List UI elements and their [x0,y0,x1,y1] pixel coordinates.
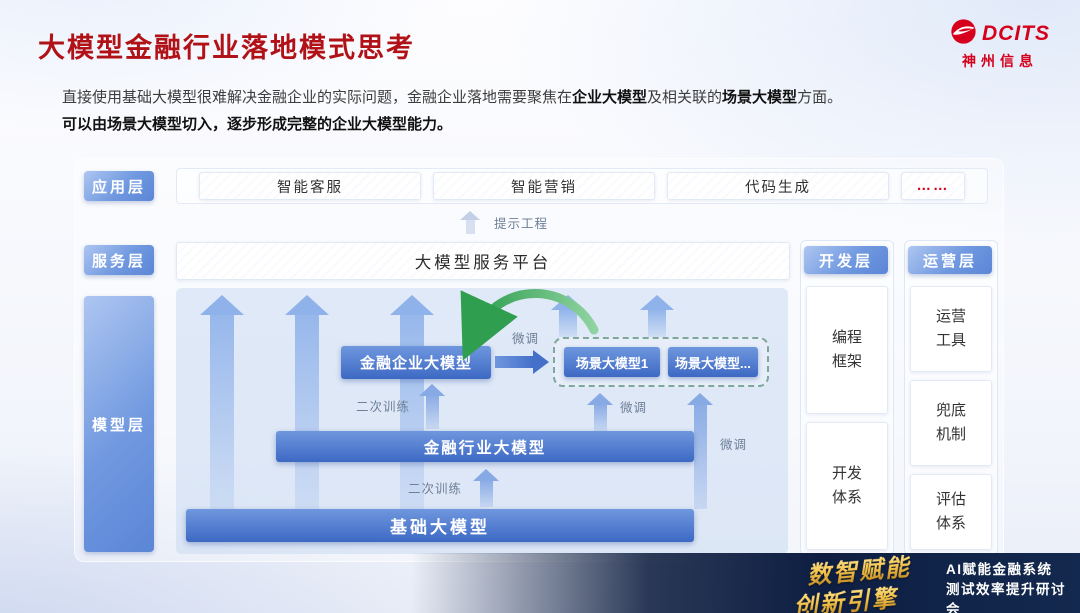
footer-banner [0,553,1080,613]
model-layer-pill: 模型层 [84,296,154,552]
ops-box-evaluation-system: 评估体系 [910,474,992,550]
logo-brand-text: DCITS [982,22,1050,45]
ops-box-fallback-mechanism: 兜底机制 [910,380,992,466]
operation-layer-pill: 运营层 [908,246,992,274]
finetune-label-mid: 微调 [620,401,648,415]
retrain-arrow-lower [473,466,499,507]
footer-slogan: 数智赋能 创新引擎 [789,547,914,613]
retrain-label-lower: 二次训练 [408,482,463,496]
dev-box-programming-framework: 编程框架 [806,286,888,414]
retrain-label-upper: 二次训练 [356,400,411,414]
development-layer-pill: 开发层 [804,246,888,274]
dcits-swoosh-icon [950,18,977,50]
company-logo: DCITS 神州信息 [950,18,1050,71]
service-layer-pill: 服务层 [84,245,154,275]
prompt-engineering-arrow [460,208,480,234]
finetune-label-top: 微调 [512,332,540,346]
scenario-to-service-arrow [640,292,674,337]
app-box-more: …… [901,172,965,200]
intro-line-1: 直接使用基础大模型很难解决金融企业的实际问题，金融企业落地需要聚焦在企业大模型及… [62,89,843,106]
finetune-arrow-mid [587,390,613,431]
industry-model-box: 金融行业大模型 [276,431,694,462]
enterprise-model-box: 金融企业大模型 [341,346,491,379]
application-layer-row: 智能客服 智能营销 代码生成 …… [176,168,988,204]
finetune-label-right: 微调 [720,438,748,452]
base-model-box: 基础大模型 [186,509,694,542]
scenario-model-more-box: 场景大模型... [667,347,758,377]
intro-line-2: 可以由场景大模型切入，逐步形成完整的企业大模型能力。 [62,116,453,133]
scenario-to-service-arrow [551,292,585,337]
dev-box-dev-system: 开发体系 [806,422,888,550]
ops-box-operation-tools: 运营工具 [910,286,992,372]
finetune-arrow-right [687,390,713,509]
app-box-code-generation: 代码生成 [667,172,889,200]
event-line-1: AI赋能金融系统 [946,562,1053,577]
scenario-models-group: 场景大模型1 场景大模型... [553,337,769,387]
intro-paragraph: 直接使用基础大模型很难解决金融企业的实际问题，金融企业落地需要聚焦在企业大模型及… [62,84,1022,138]
app-box-marketing: 智能营销 [433,172,655,200]
scenario-model-1-box: 场景大模型1 [564,347,660,377]
service-platform-box: 大模型服务平台 [176,242,790,280]
application-layer-pill: 应用层 [84,171,154,201]
retrain-arrow-upper [419,381,445,429]
logo-company-name: 神州信息 [962,53,1038,69]
prompt-engineering-label: 提示工程 [494,217,549,231]
page-title: 大模型金融行业落地模式思考 [38,33,415,63]
enterprise-to-scenario-arrow [495,350,549,374]
footer-event-title: AI赋能金融系统 测试效率提升研讨会 [946,560,1080,613]
model-to-service-arrow [285,292,329,542]
app-box-customer-service: 智能客服 [199,172,421,200]
model-to-service-arrow [200,292,244,542]
event-line-2: 测试效率提升研讨会 [946,582,1066,613]
